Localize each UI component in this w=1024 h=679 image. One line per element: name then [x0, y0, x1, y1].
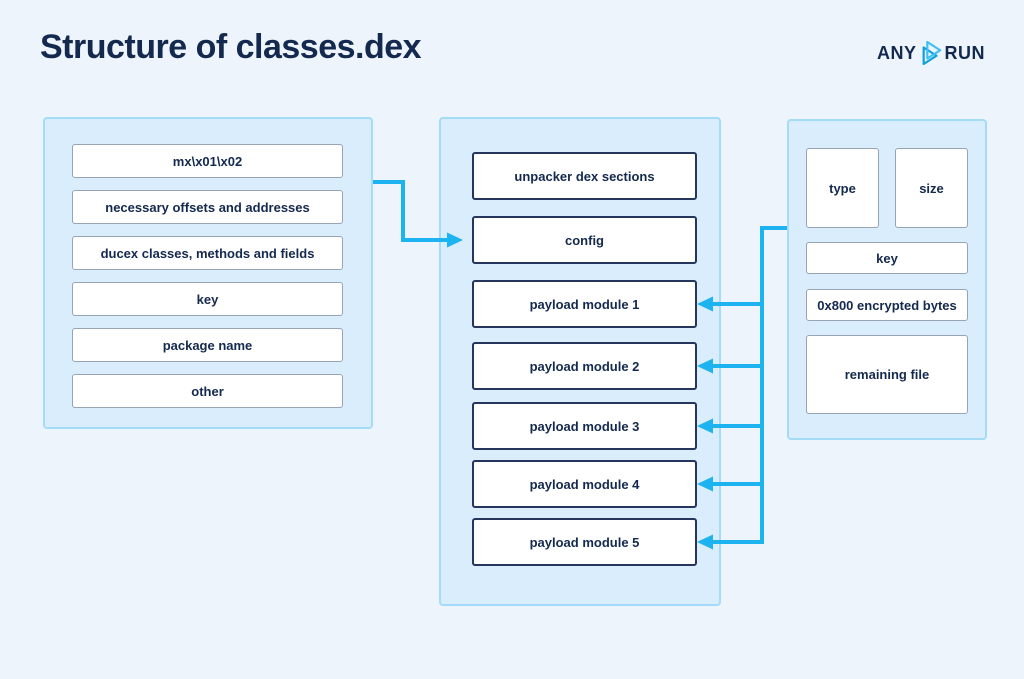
box-mx-signature: mx\x01\x02 — [72, 144, 343, 178]
box-payload-module-2: payload module 2 — [472, 342, 697, 390]
box-unpacker-dex-sections: unpacker dex sections — [472, 152, 697, 200]
box-type: type — [806, 148, 879, 228]
box-payload-module-4: payload module 4 — [472, 460, 697, 508]
connector-right-panel-trunk — [713, 226, 787, 544]
box-key-right: key — [806, 242, 968, 274]
middle-panel: unpacker dex sections config payload mod… — [439, 117, 721, 606]
box-0x800-encrypted-bytes: 0x800 encrypted bytes — [806, 289, 968, 321]
play-icon-back-triangle — [922, 46, 938, 66]
arrow-left-to-config-line — [373, 180, 448, 242]
page-title: Structure of classes.dex — [40, 28, 422, 66]
right-panel: type size key 0x800 encrypted bytes rema… — [787, 119, 987, 440]
box-package-name: package name — [72, 328, 343, 362]
box-config: config — [472, 216, 697, 264]
box-payload-module-5: payload module 5 — [472, 518, 697, 566]
box-size: size — [895, 148, 968, 228]
logo-text-any: ANY — [876, 42, 917, 63]
left-panel: mx\x01\x02 necessary offsets and address… — [43, 117, 373, 429]
box-key-left: key — [72, 282, 343, 316]
box-payload-module-3: payload module 3 — [472, 402, 697, 450]
box-ducex-classes: ducex classes, methods and fields — [72, 236, 343, 270]
play-icon-front-triangle — [925, 40, 941, 60]
play-icon — [922, 40, 941, 66]
box-necessary-offsets: necessary offsets and addresses — [72, 190, 343, 224]
box-other: other — [72, 374, 343, 408]
logo-text-run: RUN — [944, 42, 985, 63]
anyrun-logo: ANY RUN — [877, 40, 985, 66]
box-remaining-file: remaining file — [806, 335, 968, 414]
box-payload-module-1: payload module 1 — [472, 280, 697, 328]
